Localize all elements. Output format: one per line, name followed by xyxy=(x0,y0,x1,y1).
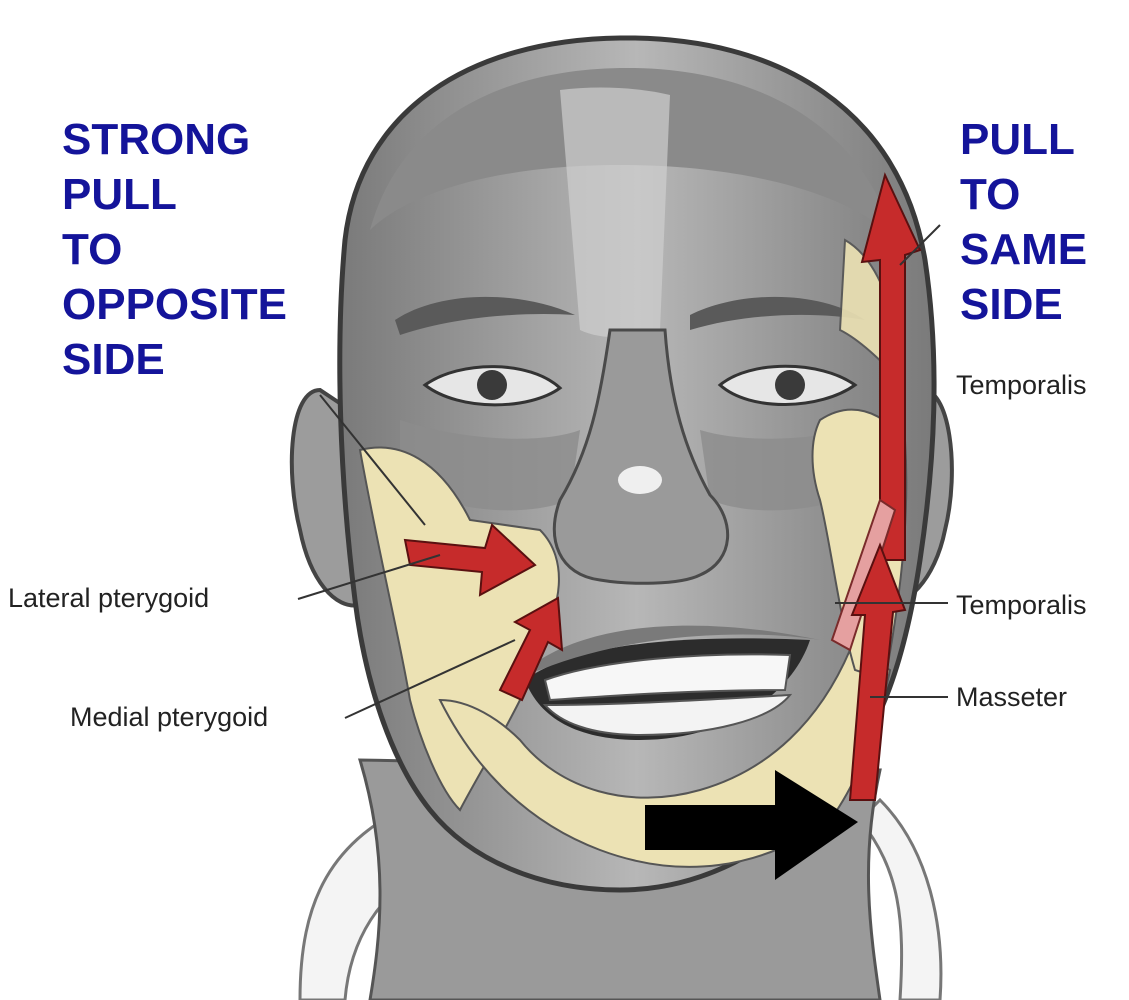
left-heading: STRONG PULL TO OPPOSITE SIDE xyxy=(62,112,287,387)
left-heading-line: SIDE xyxy=(62,332,287,387)
masseter-label: Masseter xyxy=(956,682,1067,713)
right-pupil xyxy=(775,370,805,400)
right-heading-line: TO xyxy=(960,167,1087,222)
left-heading-line: TO xyxy=(62,222,287,277)
left-heading-line: PULL xyxy=(62,167,287,222)
nose-highlight xyxy=(618,466,662,494)
temporalis-upper-label: Temporalis xyxy=(956,370,1087,401)
right-heading-line: SIDE xyxy=(960,277,1087,332)
temporalis-lower-label: Temporalis xyxy=(956,590,1087,621)
right-heading: PULL TO SAME SIDE xyxy=(960,112,1087,332)
left-heading-line: OPPOSITE xyxy=(62,277,287,332)
right-heading-line: SAME xyxy=(960,222,1087,277)
left-heading-line: STRONG xyxy=(62,112,287,167)
left-pupil xyxy=(477,370,507,400)
medial-pterygoid-label: Medial pterygoid xyxy=(70,702,268,733)
lateral-pterygoid-label: Lateral pterygoid xyxy=(8,583,209,614)
right-heading-line: PULL xyxy=(960,112,1087,167)
